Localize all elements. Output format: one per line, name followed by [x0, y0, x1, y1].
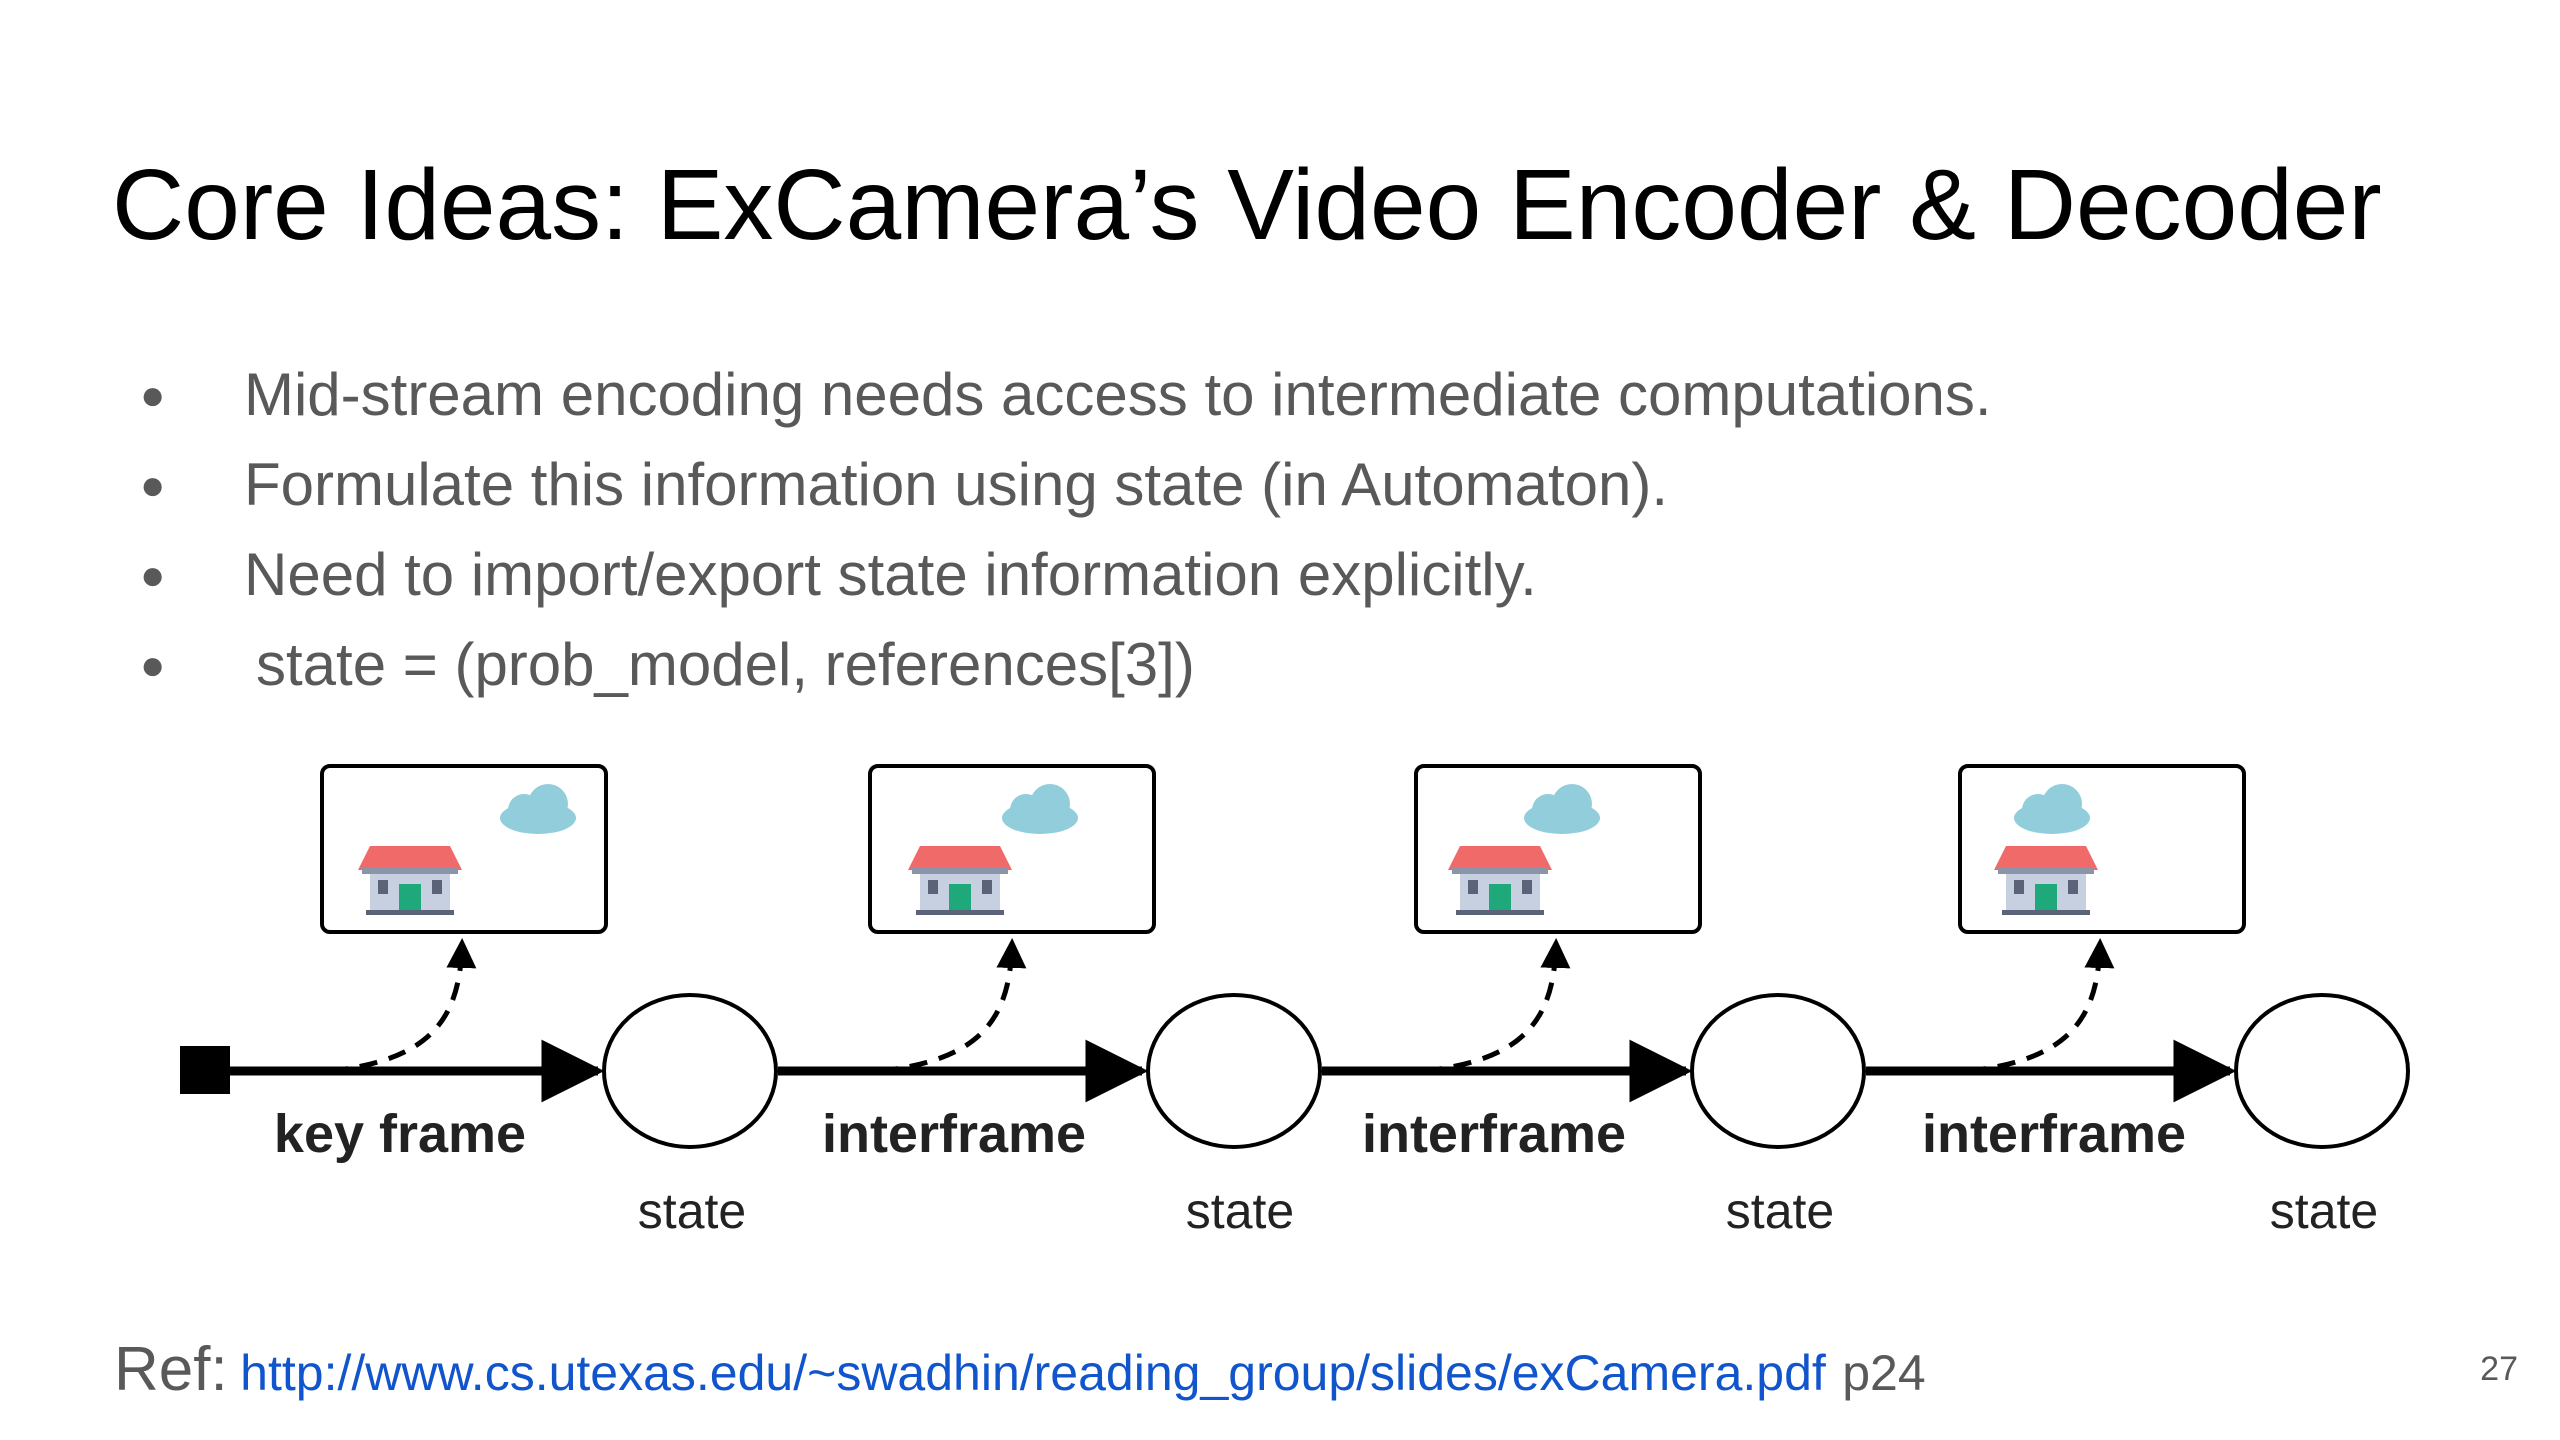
frame-box: [320, 764, 608, 934]
start-node: [180, 1046, 230, 1094]
frame-box: [1958, 764, 2246, 934]
bullet-icon: ●: [140, 461, 166, 508]
bullet-icon: ●: [140, 551, 166, 598]
transition-label: key frame: [274, 1104, 526, 1164]
state-label: state: [1726, 1183, 1834, 1239]
house-icon: [358, 846, 462, 915]
state-node: [1690, 993, 1866, 1149]
page-number: 27: [2480, 1350, 2518, 1388]
reference: Ref: http://www.cs.utexas.edu/~swadhin/r…: [114, 1334, 1926, 1405]
bullet-text: state = (prob_model, references[3]): [256, 631, 1195, 698]
output-arrow: [879, 938, 1027, 1074]
bullet-icon: ●: [140, 641, 166, 688]
house-icon: [1994, 846, 2098, 915]
state-label: state: [2270, 1183, 2378, 1239]
frame-box: [868, 764, 1156, 934]
house-icon: [908, 846, 1012, 915]
output-arrow: [1967, 938, 2115, 1074]
slide-title: Core Ideas: ExCamera’s Video Encoder & D…: [112, 149, 2382, 261]
bullet-text: Mid-stream encoding needs access to inte…: [244, 361, 1992, 428]
house-icon: [1448, 846, 1552, 915]
output-arrow: [329, 938, 477, 1074]
bullet-text: Need to import/export state information …: [244, 541, 1537, 608]
transition-label: interframe: [1362, 1104, 1626, 1164]
reference-page: p24: [1842, 1345, 1926, 1401]
reference-link[interactable]: http://www.cs.utexas.edu/~swadhin/readin…: [240, 1345, 1826, 1401]
state-node: [2234, 993, 2410, 1149]
bullet-text: Formulate this information using state (…: [244, 451, 1669, 518]
state-label: state: [638, 1183, 746, 1239]
reference-label: Ref:: [114, 1335, 228, 1404]
bullet-icon: ●: [140, 371, 166, 418]
state-node: [602, 993, 778, 1149]
output-arrow: [1423, 938, 1571, 1074]
transition-label: interframe: [822, 1104, 1086, 1164]
frame-box: [1414, 764, 1702, 934]
state-label: state: [1186, 1183, 1294, 1239]
transition-label: interframe: [1922, 1104, 2186, 1164]
state-machine-diagram: key frame interframe interframe interfra…: [180, 764, 2410, 1239]
state-node: [1146, 993, 1322, 1149]
